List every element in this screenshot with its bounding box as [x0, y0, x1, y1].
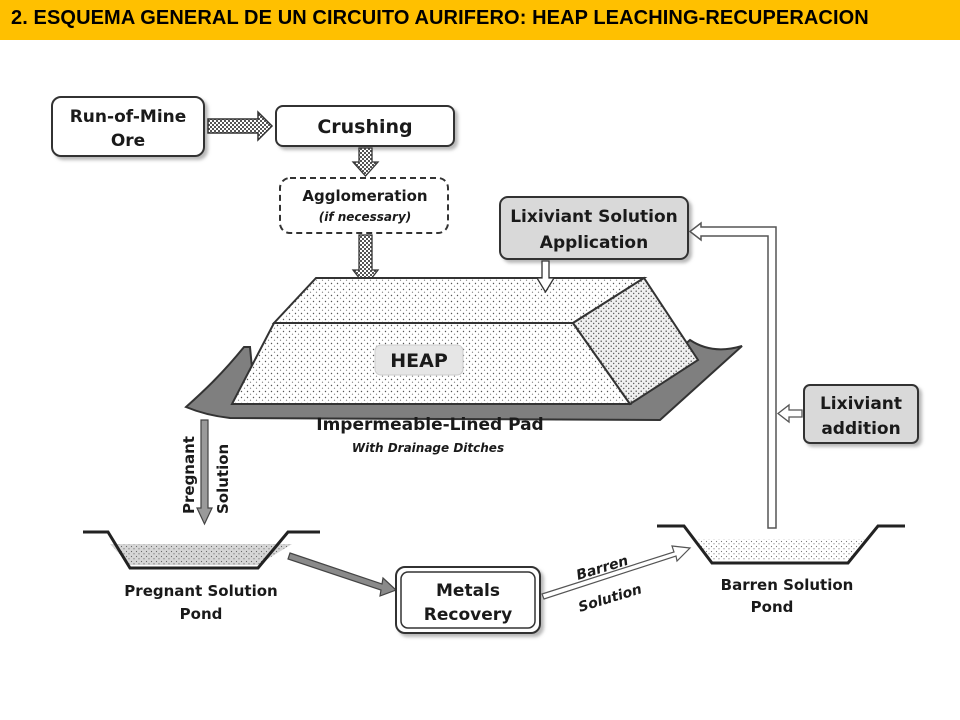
lixiviant-addition-box: Lixiviant addition	[803, 384, 919, 444]
solution-label: Solution	[214, 444, 232, 514]
page-title: 2. ESQUEMA GENERAL DE UN CIRCUITO AURIFE…	[11, 7, 869, 29]
arrow-pond-to-metals-recovery	[287, 552, 398, 597]
run-of-mine-ore-box: Run-of-Mine Ore	[51, 96, 205, 157]
ore-label: Ore	[111, 131, 145, 151]
pad-label: Impermeable-Lined Pad	[316, 415, 543, 435]
lixiviant-label: Lixiviant	[820, 394, 902, 414]
pregnant-solution-pond	[83, 530, 320, 570]
metals-label: Metals	[436, 581, 500, 601]
run-of-mine-label: Run-of-Mine	[70, 107, 187, 127]
pregnant-pond-label-line2: Pond	[180, 605, 223, 623]
addition-label: addition	[821, 419, 900, 439]
arrow-crushing-to-agglomeration	[351, 147, 380, 177]
arrow-metals-recovery-to-barren-pond	[541, 545, 692, 600]
if-necessary-label: (if necessary)	[319, 210, 412, 224]
metals-recovery-box: Metals Recovery	[395, 566, 541, 634]
crushing-label: Crushing	[317, 116, 412, 138]
arrow-application-to-heap	[535, 260, 556, 294]
barren-pond-label-line2: Pond	[751, 598, 794, 616]
arrow-pregnant-solution-down	[196, 419, 213, 526]
barren-return-line	[688, 221, 777, 529]
barren-solution-pond	[657, 524, 905, 565]
crushing-box: Crushing	[275, 105, 455, 147]
barren-pond-label-line1: Barren Solution	[721, 576, 854, 594]
pregnant-pond-label-line1: Pregnant Solution	[124, 582, 277, 600]
heap-label: HEAP	[390, 350, 448, 372]
lixiviant-solution-application-box: Lixiviant Solution Application	[499, 196, 689, 260]
heap: HEAP	[230, 276, 700, 406]
barren-solution-label: Solution	[576, 581, 643, 615]
agglomeration-label: Agglomeration	[302, 187, 427, 205]
application-label: Application	[540, 233, 648, 253]
arrow-addition-to-return-line	[776, 403, 803, 424]
agglomeration-box: Agglomeration (if necessary)	[279, 177, 449, 234]
heap-leaching-diagram: Run-of-Mine Ore Crushing Agglomeration (…	[51, 96, 919, 634]
recovery-label: Recovery	[424, 605, 512, 625]
drainage-ditches-label: With Drainage Ditches	[352, 441, 504, 455]
pregnant-label: Pregnant	[180, 436, 198, 514]
lixiviant-solution-label: Lixiviant Solution	[510, 207, 678, 227]
title-bar: 2. ESQUEMA GENERAL DE UN CIRCUITO AURIFE…	[0, 0, 960, 40]
arrow-ore-to-crushing	[207, 110, 274, 142]
